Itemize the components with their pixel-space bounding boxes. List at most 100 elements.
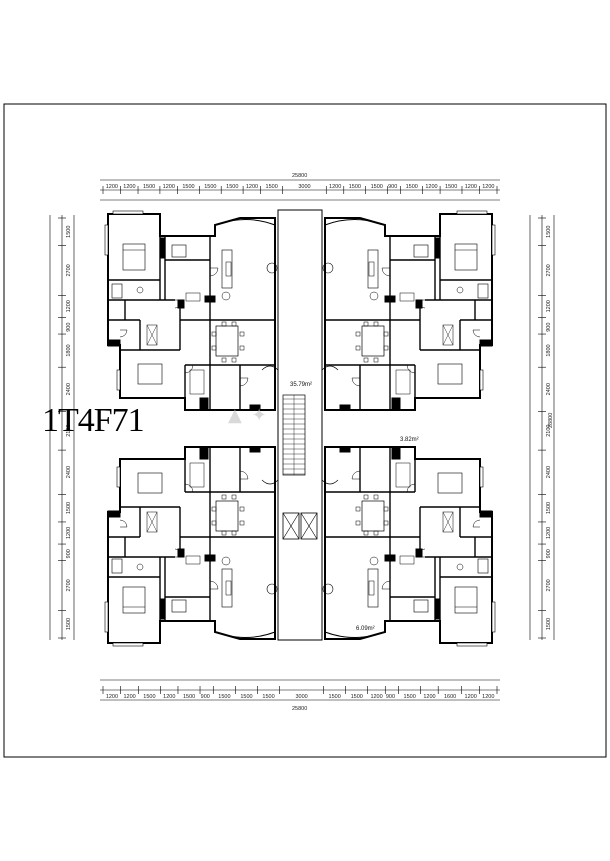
shower-cross xyxy=(442,324,454,346)
chair-icon xyxy=(239,520,245,526)
sofa-icon xyxy=(221,568,233,608)
window-icon xyxy=(112,642,144,647)
dimension-label: 1500 xyxy=(204,184,216,190)
dining-table-icon xyxy=(361,325,385,357)
dimension-label: 2700 xyxy=(546,579,552,591)
right-dimension-ticks: 1500270012009001800240021002400150012009… xyxy=(538,217,552,639)
wall-block xyxy=(384,295,396,303)
dimension-label: 1500 xyxy=(143,184,155,190)
door-swing xyxy=(184,483,194,493)
chair-icon xyxy=(231,321,237,327)
window-icon xyxy=(491,601,496,633)
chair-icon xyxy=(221,494,227,500)
unit-outer-wall xyxy=(107,213,276,411)
door-swing xyxy=(209,267,219,277)
dimension-label: 1500 xyxy=(262,694,274,700)
door-swing xyxy=(174,299,184,309)
chair-icon xyxy=(239,345,245,351)
dimension-label: 1500 xyxy=(266,184,278,190)
sink-icon xyxy=(185,292,201,302)
bed-icon xyxy=(122,586,146,614)
chair-icon xyxy=(383,506,389,512)
kitchen-counter-icon xyxy=(395,369,411,395)
bed-icon xyxy=(137,363,163,385)
left-dimension-ticks: 1500270012009001800240021002400150012009… xyxy=(58,217,72,639)
dimension-label: 1200 xyxy=(163,694,175,700)
window-icon xyxy=(104,601,109,633)
window-icon xyxy=(116,369,121,391)
dining-table-icon xyxy=(361,500,385,532)
dimension-label: 1200 xyxy=(66,527,72,539)
sink-icon xyxy=(399,555,415,565)
chair-icon xyxy=(231,494,237,500)
sink-icon xyxy=(399,292,415,302)
armchair-icon xyxy=(266,583,278,595)
balcony-curve xyxy=(324,219,386,226)
door-swing xyxy=(351,377,361,387)
door-swing xyxy=(472,329,481,338)
door-swing xyxy=(381,267,391,277)
wall-block xyxy=(199,446,209,460)
armchair-icon xyxy=(322,262,334,274)
balcony-curve xyxy=(214,219,276,226)
right-dimension-chain xyxy=(529,215,555,640)
window-icon xyxy=(479,369,484,391)
sofa-icon xyxy=(221,249,233,289)
dimension-label: 1200 xyxy=(370,694,382,700)
shower-icon xyxy=(146,511,158,533)
apartment-unit xyxy=(104,446,278,647)
dimension-label: 1500 xyxy=(218,694,230,700)
toilet-icon xyxy=(369,291,379,301)
shower-cross xyxy=(442,511,454,533)
dimension-label: 3000 xyxy=(298,184,310,190)
bed-icon xyxy=(171,244,187,258)
bathtub-icon xyxy=(111,558,123,574)
dining-table-icon xyxy=(215,325,239,357)
dimension-label: 2400 xyxy=(546,466,552,478)
sofa-cushion xyxy=(225,261,232,277)
bottom-dimension-chain xyxy=(100,679,500,701)
dimension-label: 900 xyxy=(546,323,552,332)
dimension-label: 1500 xyxy=(351,694,363,700)
dimension-label: 3000 xyxy=(295,694,307,700)
dimension-label: 900 xyxy=(201,694,210,700)
wall-block xyxy=(391,446,401,460)
dimension-label: 1500 xyxy=(546,502,552,514)
wall-block xyxy=(249,446,261,453)
bed-icon xyxy=(413,244,429,258)
dimension-label: 1500 xyxy=(546,226,552,238)
wall-block xyxy=(391,397,401,411)
apartment-unit xyxy=(322,446,496,647)
area-label-stair-top: 35.79m² xyxy=(290,382,312,388)
shower-icon xyxy=(442,324,454,346)
dimension-label: 900 xyxy=(388,184,397,190)
bed-icon xyxy=(437,472,463,494)
dimension-label: 1200 xyxy=(246,184,258,190)
dimension-label: 1200 xyxy=(163,184,175,190)
door-swing xyxy=(406,483,416,493)
dimension-label: 2700 xyxy=(66,579,72,591)
wall-block xyxy=(199,397,209,411)
unit-outer-wall xyxy=(324,213,493,411)
watermark: ▲ ✦ xyxy=(228,405,269,426)
dimension-label: 1200 xyxy=(546,527,552,539)
chair-icon xyxy=(239,331,245,337)
unit-outer-wall xyxy=(107,446,276,644)
wall-block xyxy=(204,295,216,303)
wall-block xyxy=(339,404,351,411)
bathtub-icon xyxy=(477,283,489,299)
apartment-units xyxy=(104,210,496,647)
dimension-label: 1500 xyxy=(182,184,194,190)
shower-icon xyxy=(442,511,454,533)
dimension-label: 1500 xyxy=(240,694,252,700)
sofa-icon xyxy=(367,249,379,289)
chair-icon xyxy=(231,357,237,363)
door-swing xyxy=(209,580,219,590)
chair-icon xyxy=(211,520,217,526)
top-total-dimension: 25800 xyxy=(292,173,307,179)
dimension-label: 1200 xyxy=(465,184,477,190)
chair-icon xyxy=(363,357,369,363)
dimension-label: 2100 xyxy=(66,425,72,437)
